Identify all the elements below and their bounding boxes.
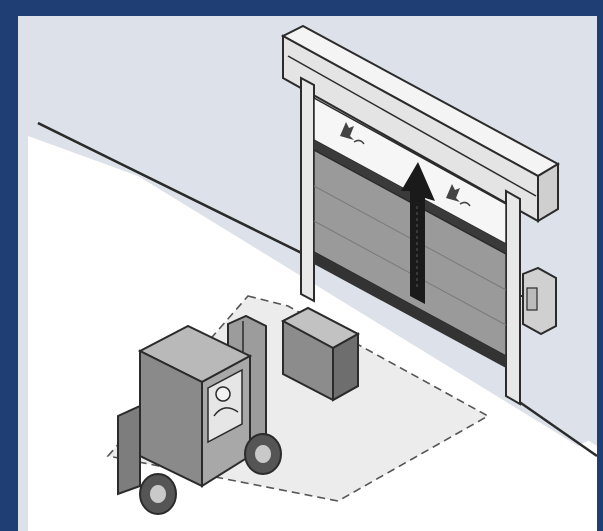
forklift-icon bbox=[117, 306, 361, 515]
sensor-icon bbox=[340, 122, 365, 145]
door-forklift-illustration bbox=[18, 16, 597, 531]
door-header bbox=[280, 24, 561, 223]
control-box-icon bbox=[520, 266, 557, 336]
wall-floor-edge-right bbox=[517, 399, 597, 458]
illustration-canvas bbox=[18, 16, 597, 531]
sensor-icon bbox=[446, 184, 471, 207]
up-arrow-icon bbox=[401, 162, 435, 304]
door-frame bbox=[300, 76, 521, 406]
